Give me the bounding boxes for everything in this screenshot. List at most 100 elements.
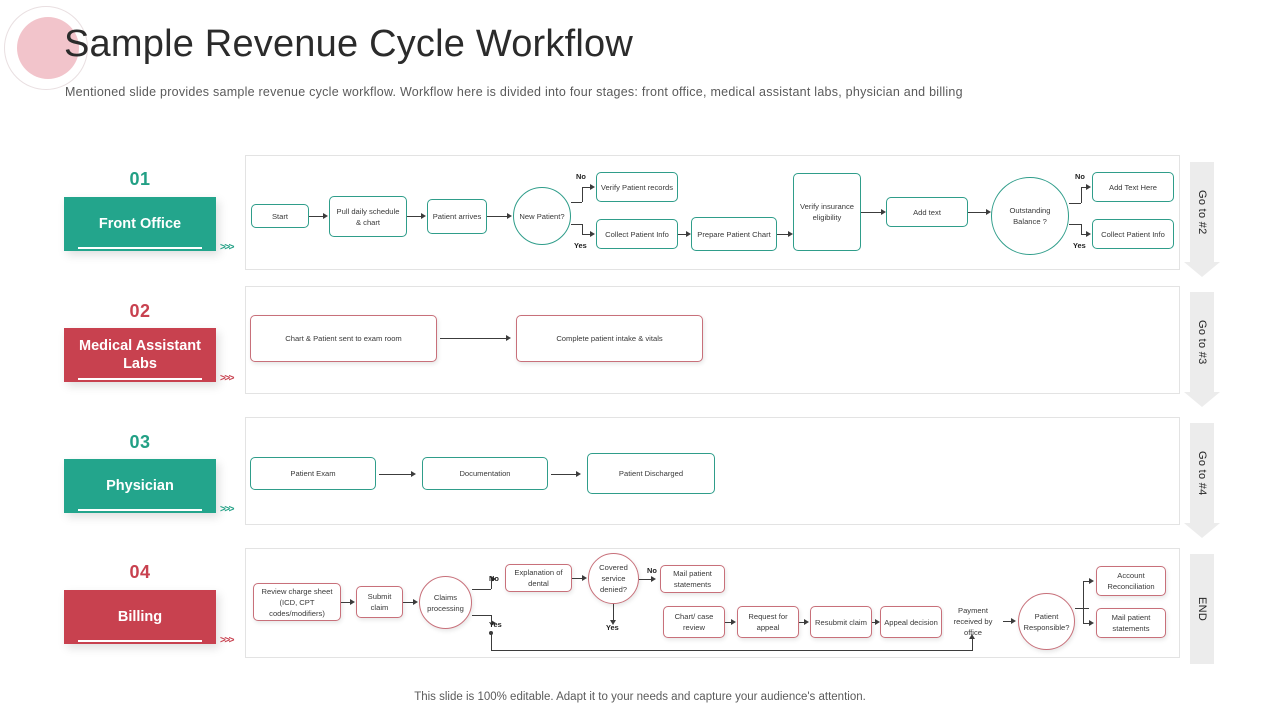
- edge-submit-claims: [403, 602, 413, 603]
- edge-casereview-appealreq: [725, 622, 731, 623]
- flow-node-patient-responsible[interactable]: Patient Responsible?: [1018, 593, 1075, 650]
- goto-bar-3: [1190, 423, 1214, 523]
- stage-underline-02: [78, 378, 202, 380]
- stage-chevron-02: >>>: [220, 373, 235, 384]
- edge-claims-yes-v: [491, 615, 492, 623]
- edge-responsible-recon-h2: [1083, 581, 1089, 582]
- edge-exam-doc: [379, 474, 411, 475]
- arrow-arrives-newpatient: [507, 213, 512, 219]
- stage-number-01: 01: [129, 169, 151, 189]
- flow-node-patient-arrives[interactable]: Patient arrives: [427, 199, 487, 234]
- edge-loop-down: [491, 633, 492, 650]
- arrow-prepare-verifyins: [788, 231, 793, 237]
- edge-review-submit: [341, 602, 350, 603]
- stage-chevron-04: >>>: [220, 635, 235, 646]
- decorative-ring: [4, 6, 88, 90]
- flow-node-prepare-patient-chart[interactable]: Prepare Patient Chart: [691, 217, 777, 251]
- branch-label-no-3: No: [489, 574, 499, 583]
- flow-node-verify-insurance-eligibility[interactable]: Verify insurance eligibility: [793, 173, 861, 251]
- edge-newpatient-no-v: [582, 187, 583, 202]
- edge-denied-no-h1: [639, 579, 651, 580]
- flow-node-account-reconciliation[interactable]: Account Reconciliation: [1096, 566, 1166, 596]
- edge-claims-no-h1: [472, 589, 491, 590]
- stage-label-medical-assistant-labs[interactable]: Medical Assistant Labs: [64, 328, 216, 382]
- flow-node-covered-service-denied[interactable]: Covered service denied?: [588, 553, 639, 604]
- flow-node-appeal-decision[interactable]: Appeal decision: [880, 606, 942, 638]
- flow-node-add-text-here[interactable]: Add Text Here: [1092, 172, 1174, 202]
- edge-responsible-mail-h: [1083, 623, 1089, 624]
- stage-underline-01: [78, 247, 202, 249]
- decorative-circle: [17, 17, 79, 79]
- edge-outstanding-yes-h1: [1069, 224, 1081, 225]
- footer-note: This slide is 100% editable. Adapt it to…: [414, 691, 866, 703]
- flow-node-complete-intake-vitals[interactable]: Complete patient intake & vitals: [516, 315, 703, 362]
- flow-node-mail-patient-statements-2[interactable]: Mail patient statements: [1096, 608, 1166, 638]
- flow-node-documentation[interactable]: Documentation: [422, 457, 548, 490]
- edge-outstanding-no-v: [1081, 187, 1082, 203]
- edge-prepare-verifyins: [777, 234, 788, 235]
- arrow-start-pull: [323, 213, 328, 219]
- flow-node-submit-claim[interactable]: Submit claim: [356, 586, 403, 618]
- edge-resubmit-appealdec: [872, 622, 875, 623]
- branch-label-yes-3: Yes: [489, 620, 502, 629]
- edge-outstanding-no-h1: [1069, 203, 1081, 204]
- stage-label-physician[interactable]: Physician: [64, 459, 216, 513]
- flow-node-patient-exam[interactable]: Patient Exam: [250, 457, 376, 490]
- flow-node-resubmit-claim[interactable]: Resubmit claim: [810, 606, 872, 638]
- flow-node-claims-processing[interactable]: Claims processing: [419, 576, 472, 629]
- edge-newpatient-no-h1: [571, 202, 582, 203]
- edge-doc-discharged: [551, 474, 576, 475]
- flow-node-chart-patient-sent[interactable]: Chart & Patient sent to exam room: [250, 315, 437, 362]
- edge-arrives-newpatient: [487, 216, 507, 217]
- arrow-denied-no: [651, 576, 656, 582]
- arrow-collect-prepare: [686, 231, 691, 237]
- stage-label-front-office[interactable]: Front Office: [64, 197, 216, 251]
- arrow-pull-arrives: [421, 213, 426, 219]
- edge-eob-denied: [572, 578, 582, 579]
- stage-number-02: 02: [129, 301, 151, 321]
- flow-node-start[interactable]: Start: [251, 204, 309, 228]
- edge-appealreq-resubmit: [799, 622, 804, 623]
- arrow-newpatient-yes: [590, 231, 595, 237]
- edge-addtext-outstanding: [968, 212, 986, 213]
- edge-responsible-mail-v: [1083, 608, 1084, 623]
- arrow-claims-yes: [491, 620, 496, 626]
- flow-node-add-text[interactable]: Add text: [886, 197, 968, 227]
- arrow-payment-responsible: [1011, 618, 1016, 624]
- flow-node-collect-patient-info-2[interactable]: Collect Patient Info: [1092, 219, 1174, 249]
- goto-bar-2: [1190, 292, 1214, 392]
- goto-label-4: END: [1196, 596, 1208, 622]
- flow-node-outstanding-balance-decision[interactable]: Outstanding Balance ?: [991, 177, 1069, 255]
- edge-newpatient-yes-h2: [582, 234, 590, 235]
- flow-node-review-charge-sheet[interactable]: Review charge sheet (ICD, CPT codes/modi…: [253, 583, 341, 621]
- arrow-newpatient-no: [590, 184, 595, 190]
- branch-label-yes-1: Yes: [574, 241, 587, 250]
- edge-denied-yes-v: [613, 604, 614, 622]
- arrow-outstanding-no: [1086, 184, 1091, 190]
- flow-node-request-for-appeal[interactable]: Request for appeal: [737, 606, 799, 638]
- edge-responsible-recon-v: [1083, 581, 1084, 608]
- arrow-doc-discharged: [576, 471, 581, 477]
- branch-label-no-4: No: [647, 566, 657, 575]
- stage-underline-03: [78, 509, 202, 511]
- flow-node-verify-patient-records[interactable]: Verify Patient records: [596, 172, 678, 202]
- edge-payment-responsible: [1003, 621, 1011, 622]
- stage-underline-04: [78, 640, 202, 642]
- arrow-review-submit: [350, 599, 355, 605]
- arrow-denied-yes: [610, 620, 616, 625]
- flow-node-new-patient-decision[interactable]: New Patient?: [513, 187, 571, 245]
- edge-start-pull: [309, 216, 323, 217]
- flow-node-explanation-of-dental[interactable]: Explanation of dental: [505, 564, 572, 592]
- flow-node-chart-case-review[interactable]: Chart/ case review: [663, 606, 725, 638]
- flow-node-patient-discharged[interactable]: Patient Discharged: [587, 453, 715, 494]
- flow-node-mail-patient-statements-1[interactable]: Mail patient statements: [660, 565, 725, 593]
- stage-chevron-03: >>>: [220, 504, 235, 515]
- stage-row-front-office: 01 Front Office >>> Start Pull daily sch…: [0, 155, 1280, 275]
- flow-node-collect-patient-info[interactable]: Collect Patient Info: [596, 219, 678, 249]
- stage-label-billing[interactable]: Billing: [64, 590, 216, 644]
- goto-bar-1: [1190, 162, 1214, 262]
- flow-node-pull-daily-schedule[interactable]: Pull daily schedule & chart: [329, 196, 407, 237]
- edge-chart-intake: [440, 338, 506, 339]
- goto-label-1: Go to #2: [1196, 189, 1208, 235]
- edge-newpatient-no-h2: [582, 187, 590, 188]
